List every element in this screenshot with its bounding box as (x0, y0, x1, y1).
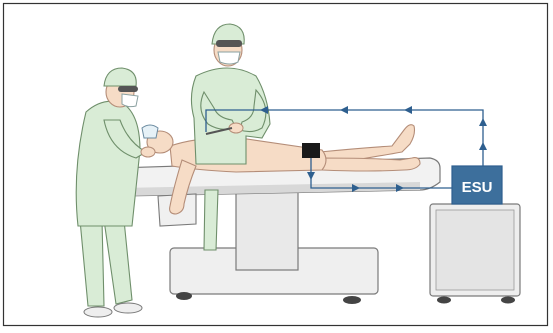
esu-label: ESU (462, 179, 493, 196)
cart-wheel-right (501, 297, 515, 304)
anaesthetist-mask (122, 94, 138, 107)
surgeon-leg (204, 190, 218, 250)
surgeon-mask (218, 52, 240, 64)
table-wheel-left (176, 292, 192, 300)
return-electrode-pad (302, 143, 320, 158)
anaesthetist-shoe-left (84, 307, 112, 317)
anaesthetist-hand (141, 147, 155, 157)
anaesthesia-mask (142, 125, 158, 138)
anaesthetist-shoe-right (114, 303, 142, 313)
surgeon-goggles (216, 40, 242, 47)
cart-wheel-left (437, 297, 451, 304)
patient-leg-lower (320, 158, 420, 171)
table-wheel-right (343, 296, 361, 304)
table-pedestal (236, 186, 298, 270)
anaesthetist-goggles (118, 86, 138, 92)
